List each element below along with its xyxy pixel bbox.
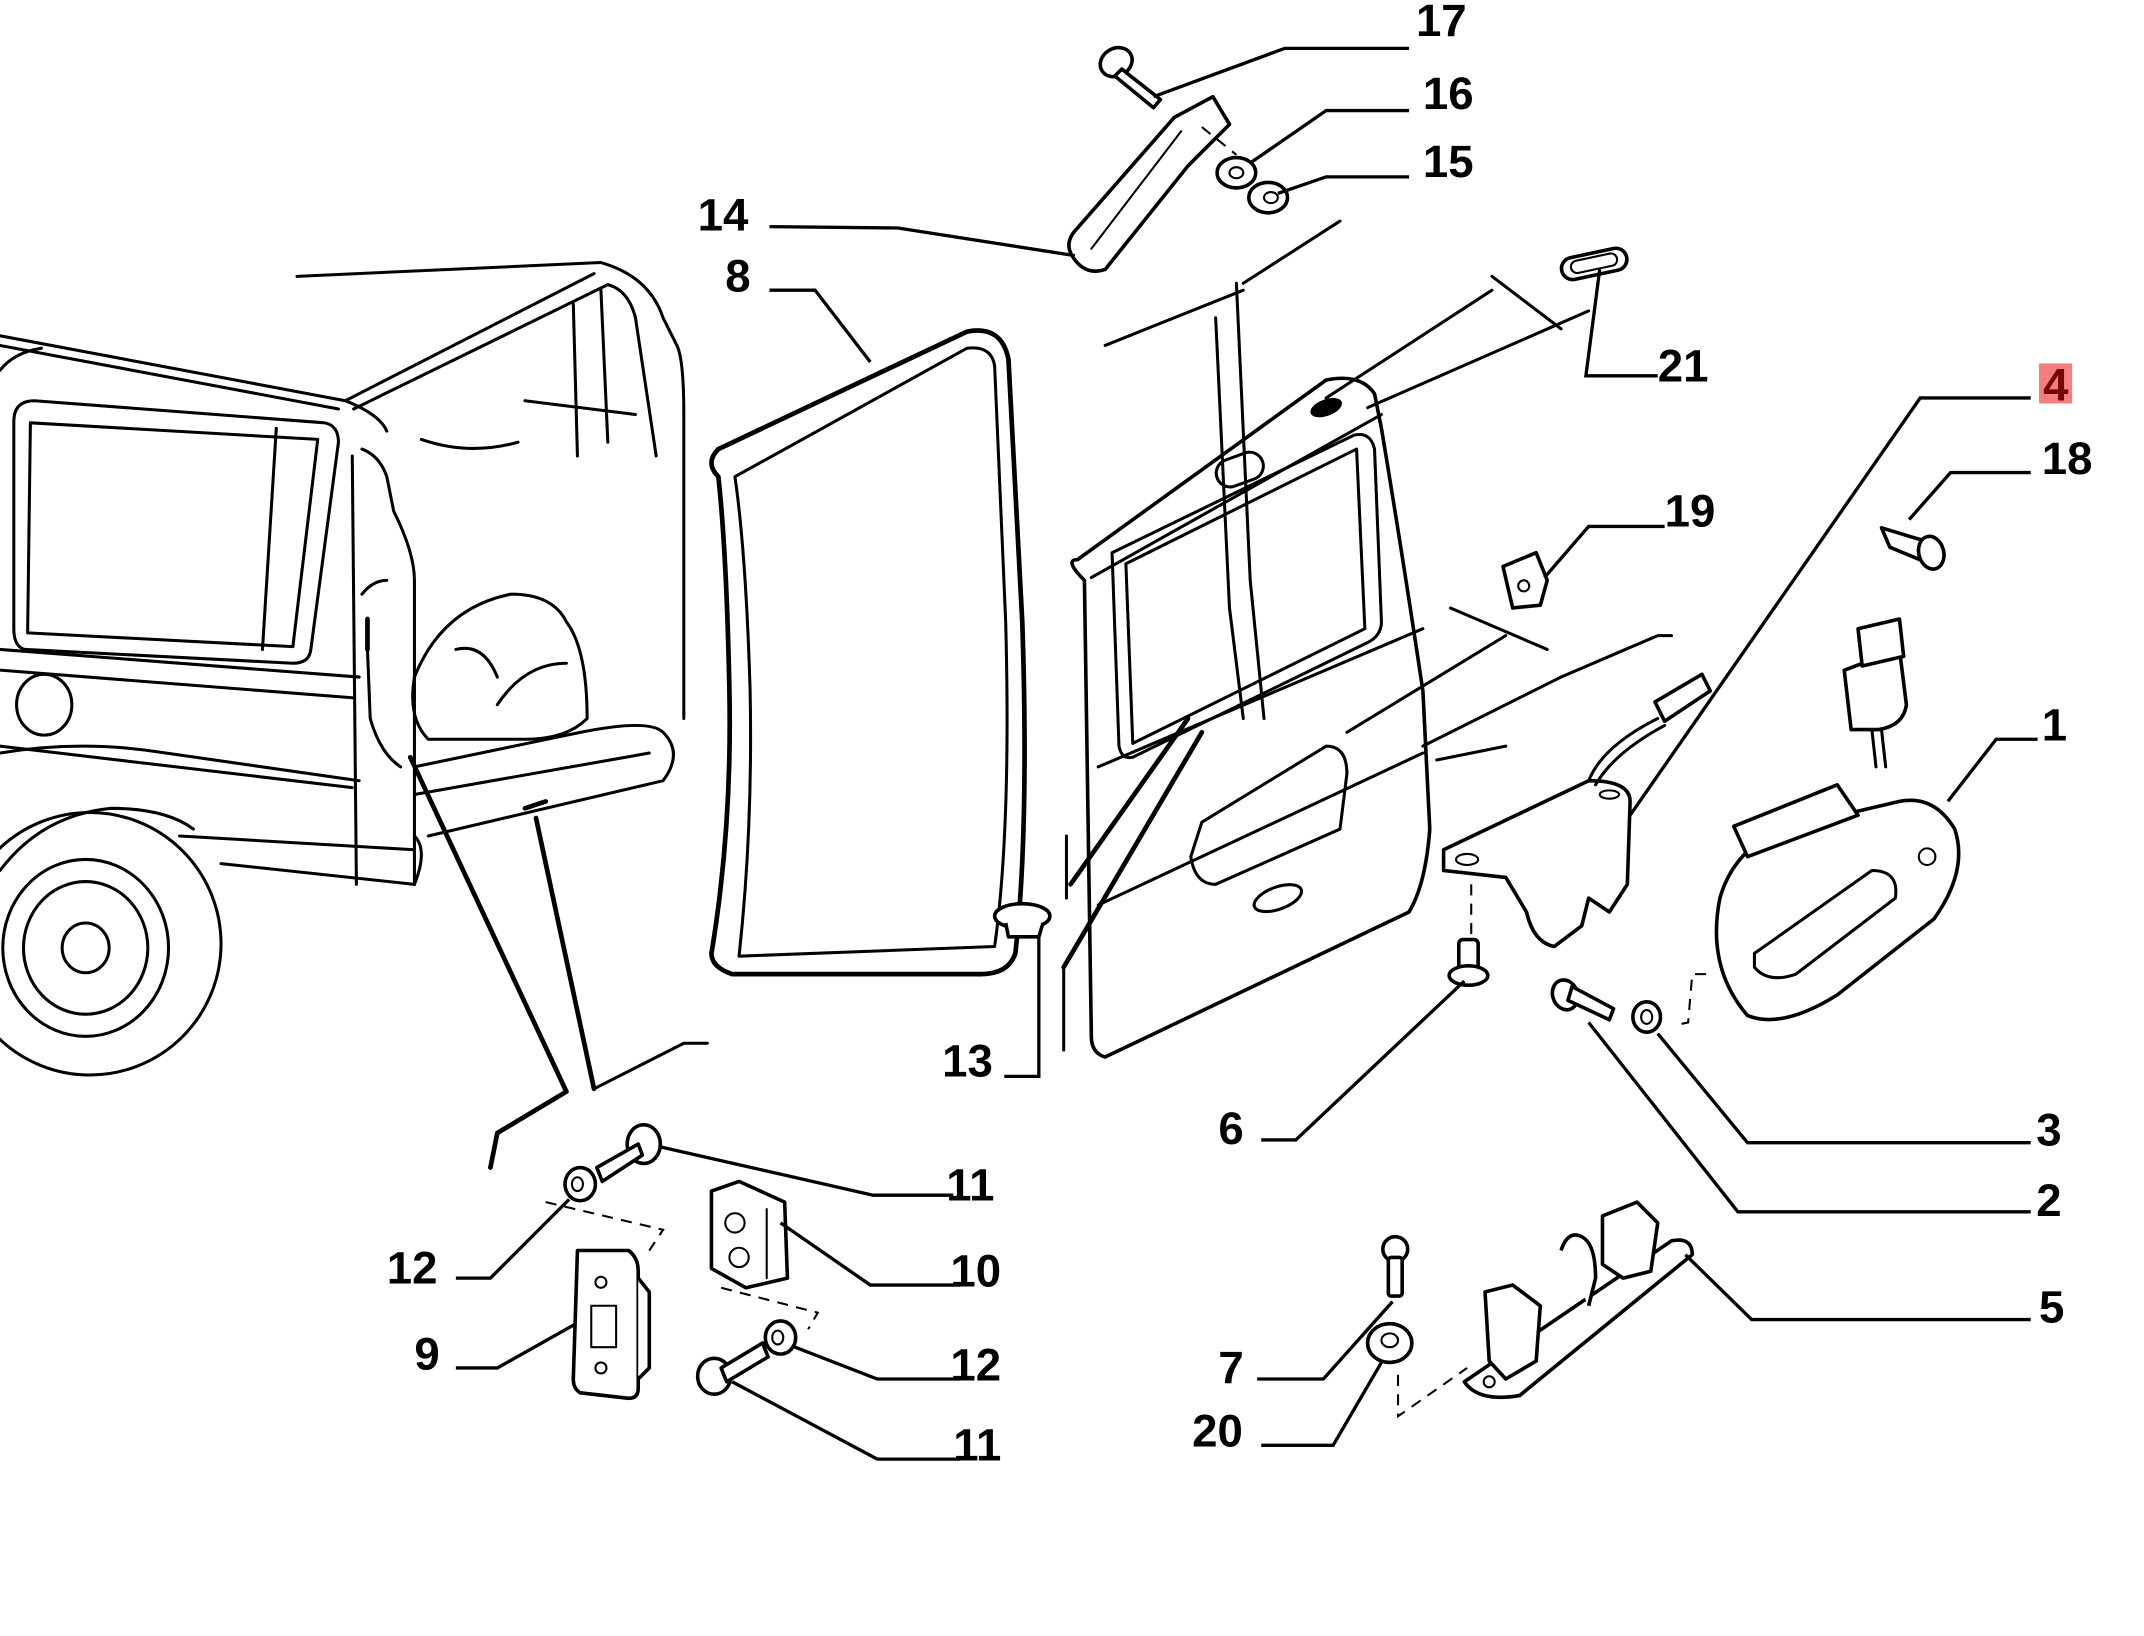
assembly-guide-10 [720,1286,820,1330]
label-8[interactable]: 8 [725,251,750,302]
label-3[interactable]: 3 [2036,1104,2061,1155]
part-1-door-handle [1674,617,1961,1027]
label-6[interactable]: 6 [1218,1103,1243,1154]
label-18[interactable]: 18 [2042,433,2093,484]
label-1[interactable]: 1 [2042,700,2067,751]
part-13-plug [992,901,1052,939]
part-17-bolt [1098,45,1163,110]
part-2-screw [1550,978,1616,1022]
part-12-washer-upper [563,1165,598,1203]
part-9-striker [571,1248,652,1401]
part-14-door-stay [1067,94,1238,273]
part-3-washer [1631,999,1663,1034]
assembly-guide-5 [1396,1367,1468,1419]
part-11-bolt-lower [695,1341,770,1396]
label-12-lower[interactable]: 12 [950,1339,1001,1390]
tailgate-door [1061,219,1674,1059]
part-21-grommet [1559,246,1629,282]
label-19[interactable]: 19 [1665,485,1716,536]
highlight-box-4 [2039,363,2073,404]
label-17[interactable]: 17 [1416,0,1467,46]
label-7[interactable]: 7 [1218,1342,1243,1393]
part-8-door-seal [709,328,1027,977]
van-body [0,261,709,1170]
part-7-screw [1381,1234,1410,1298]
label-11-lower[interactable]: 11 [953,1420,1001,1471]
label-5[interactable]: 5 [2039,1281,2064,1332]
part-19-clip-nut [1501,550,1550,610]
label-9[interactable]: 9 [414,1328,439,1379]
part-15-nut [1247,180,1290,215]
part-10-stop-block [709,1179,790,1290]
label-16[interactable]: 16 [1423,68,1474,119]
part-12-washer-lower [763,1319,798,1356]
part-18-screw [1879,526,1946,571]
label-20[interactable]: 20 [1192,1406,1243,1457]
label-21[interactable]: 21 [1658,340,1709,391]
label-11-upper[interactable]: 11 [946,1160,994,1211]
label-15[interactable]: 15 [1423,136,1474,187]
label-4[interactable]: 4 [2043,360,2069,411]
leader-lines [455,46,2038,1461]
part-5-striker-plate [1462,1200,1695,1400]
part-20-washer [1365,1321,1414,1365]
part-4-door-lock [1441,672,1713,954]
label-13[interactable]: 13 [942,1035,993,1086]
label-14[interactable]: 14 [698,190,749,241]
part-labels: 17 16 15 14 8 21 4 18 19 1 13 6 3 2 11 1… [387,0,2093,1471]
assembly-guide-9 [545,1201,665,1252]
label-12-upper[interactable]: 12 [387,1243,438,1294]
label-10[interactable]: 10 [950,1245,1001,1296]
part-6-flange-bolt [1447,937,1490,987]
part-16-washer [1215,155,1258,190]
part-11-bolt-upper [594,1122,663,1184]
label-2[interactable]: 2 [2036,1175,2061,1226]
